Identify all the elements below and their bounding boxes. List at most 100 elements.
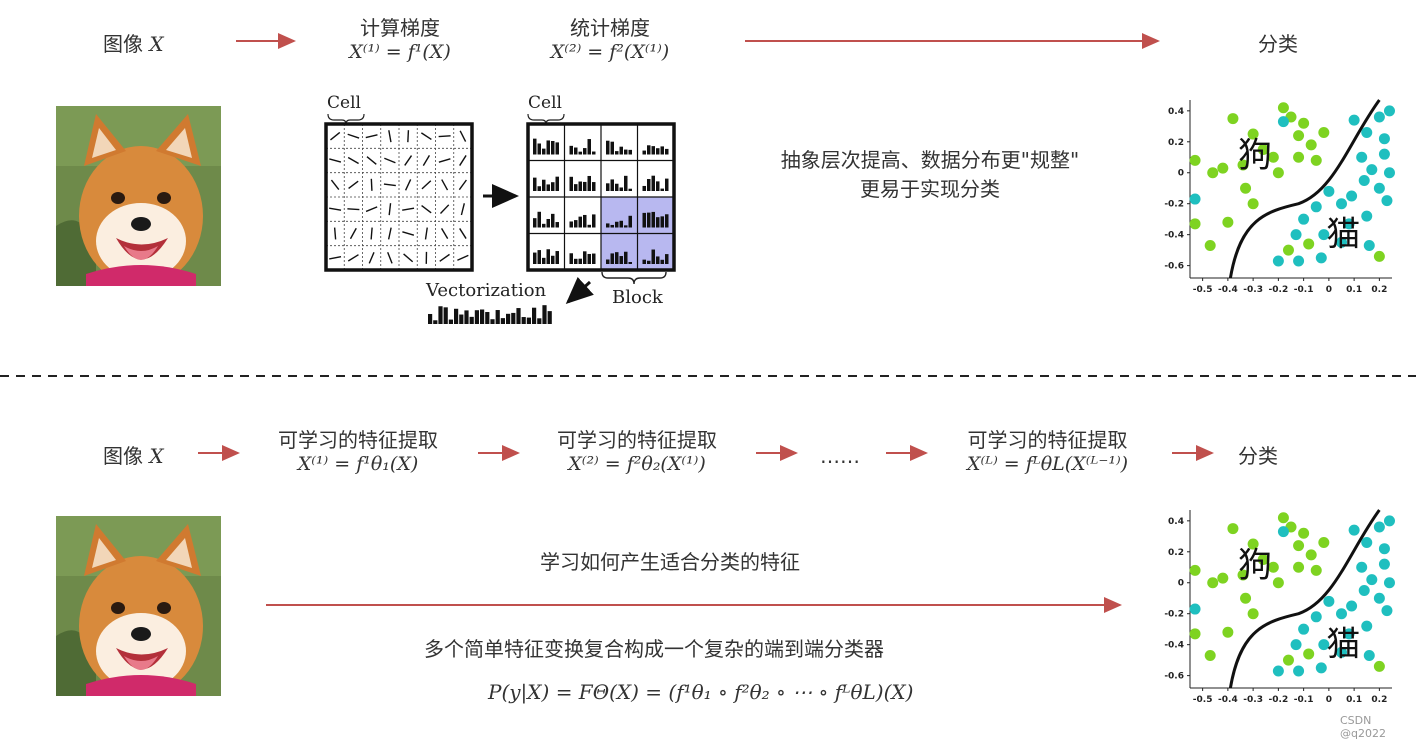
gradient-arrow [348,255,358,261]
bottom-step-1-title: 可学习的特征提取 [258,424,458,453]
bottom-step-1-formula: X⁽¹⁾ = f¹θ₁(X) [258,453,458,475]
gradient-arrow [405,156,412,166]
histogram-bar [574,259,578,264]
histogram-bar [606,223,610,227]
cat-point [1346,190,1357,201]
gradient-arrow [442,180,448,191]
histogram-bar [643,213,647,228]
x-tick-label: -0.1 [1294,285,1314,295]
histogram-bar [588,176,592,191]
histogram-bar [611,179,615,191]
dog-point [1222,217,1233,228]
cat-point [1361,127,1372,138]
histogram-bar [661,146,665,154]
histogram-bar [652,250,656,264]
top-step-2-formula: X⁽²⁾ = f²(X⁽¹⁾) [515,41,705,63]
x-tick-label: 0.2 [1371,285,1387,295]
dog-point [1222,627,1233,638]
gradient-arrow [408,130,409,142]
dog-point [1278,102,1289,113]
histogram-bar [629,150,633,155]
cat-point [1273,665,1284,676]
histogram-bar [574,148,578,155]
vector-bar [496,310,500,324]
vector-bar [490,319,494,324]
histogram-bar [652,146,656,154]
bottom-step-3-title: 可学习的特征提取 [940,424,1155,453]
dog-point [1207,167,1218,178]
cat-point [1381,195,1392,206]
gradient-arrow [402,232,413,235]
gradient-arrow [439,159,450,162]
histogram-bar [665,214,669,227]
gradient-arrow [348,158,358,164]
y-tick-label: -0.2 [1164,200,1184,210]
gradient-arrow [423,155,429,165]
watermark: CSDN @q2022 [1340,714,1416,740]
x-tick-label: -0.1 [1294,695,1314,705]
y-tick-label: -0.6 [1164,262,1184,272]
histogram-bar [652,176,656,191]
dog-point [1283,655,1294,666]
histogram-bar [551,256,555,264]
histogram-bar [570,221,574,227]
x-tick-label: -0.2 [1269,285,1289,295]
gradient-arrow [348,134,359,138]
histogram-bar [583,182,587,191]
x-tick-label: -0.3 [1243,695,1263,705]
dog-point [1306,549,1317,560]
histogram-bar [556,251,560,264]
cat-point [1384,515,1395,526]
x-tick-label: -0.5 [1193,285,1213,295]
gradient-arrow [384,158,395,163]
bottom-note-1: 学习如何产生适合分类的特征 [540,546,800,575]
dog-point [1278,512,1289,523]
cat-point [1311,611,1322,622]
histogram-bar [611,253,615,264]
gradient-arrow [402,208,414,210]
bottom-input-label: 图像 X [103,440,164,469]
histogram-bar [656,256,660,264]
x-tick-label: -0.2 [1269,695,1289,705]
cat-point [1361,621,1372,632]
dog-point [1217,573,1228,584]
y-tick-label: -0.4 [1164,231,1184,241]
gradient-arrow [460,131,465,142]
cat-point [1336,198,1347,209]
histogram-bar [624,252,628,264]
cat-point [1359,175,1370,186]
cat-point [1366,164,1377,175]
dog-point [1303,648,1314,659]
histogram-bar [579,152,583,155]
histogram-bar [643,260,647,264]
cat-point [1379,149,1390,160]
histogram-bar [588,225,592,228]
gradient-arrow [329,257,341,259]
bottom-step-2: 可学习的特征提取 X⁽²⁾ = f²θ₂(X⁽¹⁾) [532,424,742,475]
histogram-bar [647,261,651,264]
histogram-bar [624,176,628,191]
histogram-bar [547,249,551,264]
gradient-arrow [389,203,390,215]
gradient-arrow [460,155,466,165]
cat-point [1379,559,1390,570]
vector-bar [511,313,515,324]
gradient-arrow [349,181,359,188]
gradient-arrow [366,207,377,212]
cat-point [1291,639,1302,650]
dog-point [1248,608,1259,619]
top-output-label: 分类 [1258,28,1298,57]
vector-bar [464,310,468,324]
x-tick-label: 0 [1326,695,1332,705]
top-step-1-formula: X⁽¹⁾ = f¹(X) [310,41,490,63]
histogram-bar [538,143,542,154]
histogram-bar [583,251,587,264]
dog-point [1318,127,1329,138]
histogram-bar [643,186,647,191]
vector-bar [444,307,448,324]
cat-point [1293,665,1304,676]
cat-point [1356,152,1367,163]
gradient-arrow [404,254,413,262]
histogram-bar [620,147,624,155]
